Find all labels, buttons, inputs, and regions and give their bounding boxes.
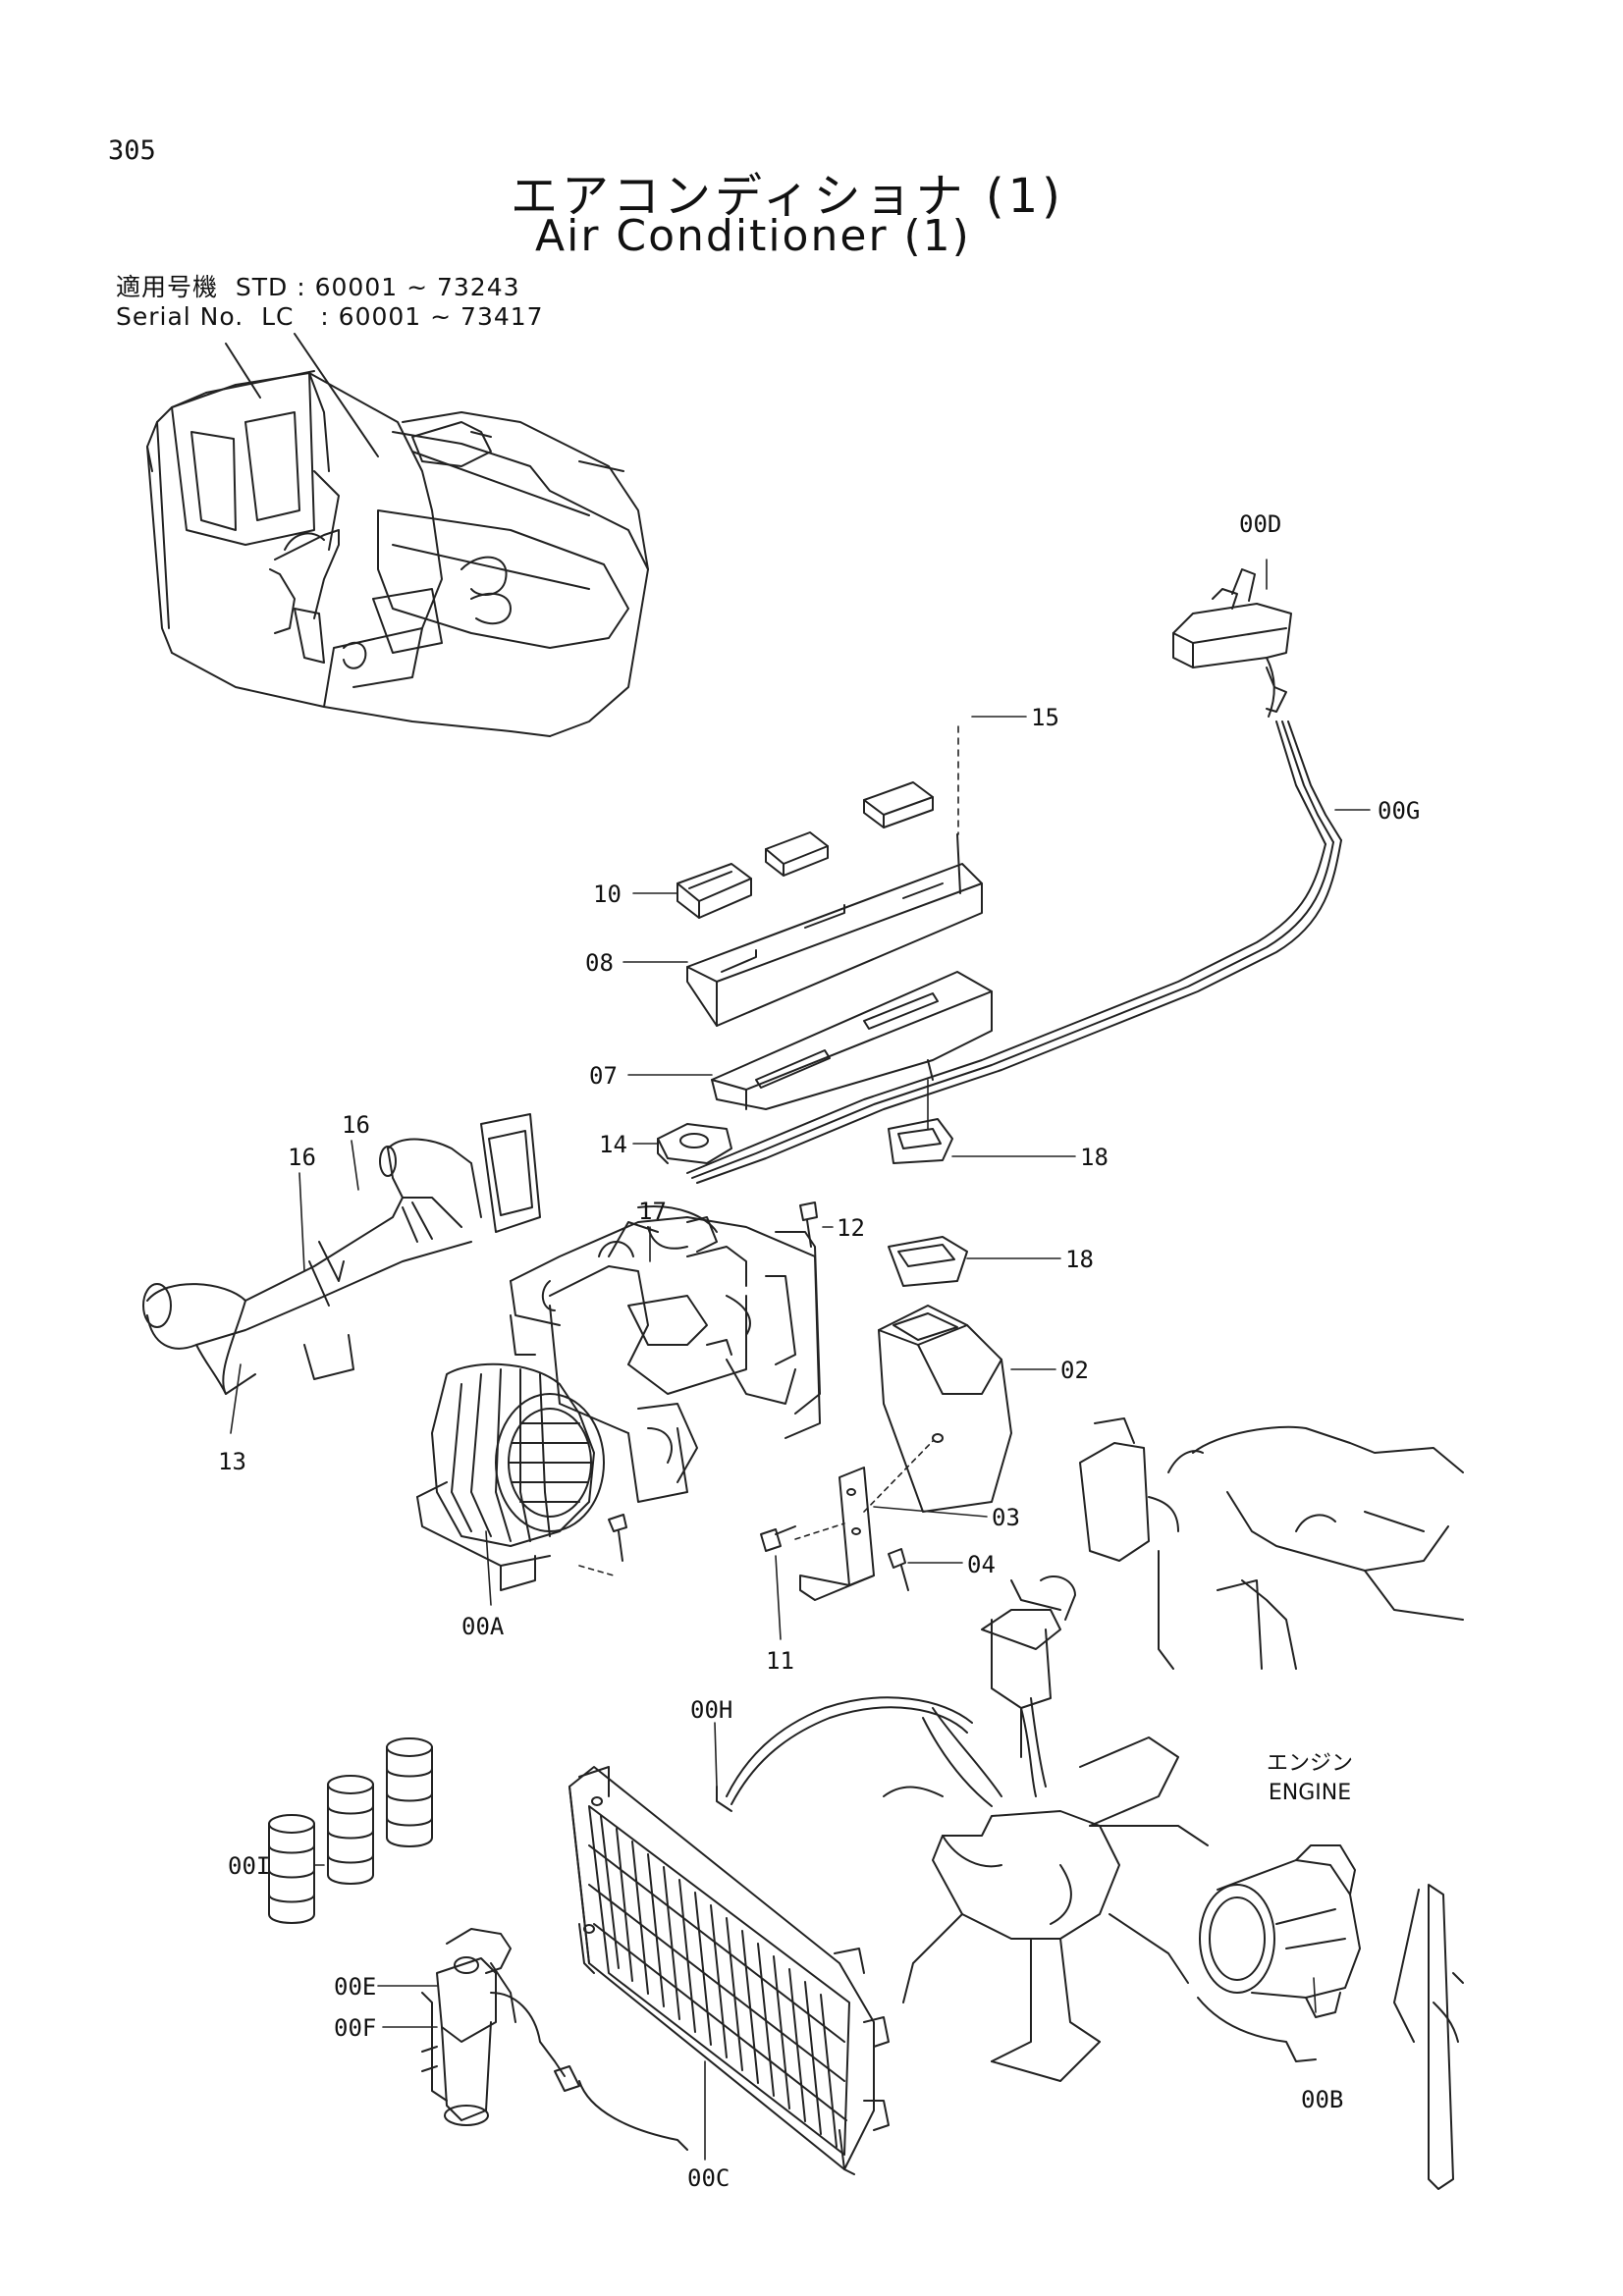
excavator-overview — [147, 334, 648, 736]
title-japanese: エアコンディショナ (1) — [511, 169, 1064, 224]
callout-04: 04 — [967, 1551, 996, 1578]
bolt-12 — [800, 1202, 817, 1247]
callout-18-lower: 18 — [1065, 1246, 1094, 1273]
callout-16-upper: 16 — [342, 1111, 370, 1139]
compressor-00B — [1198, 1845, 1360, 2061]
callout-12: 12 — [837, 1214, 865, 1242]
bracket-03 — [800, 1468, 874, 1600]
leader-lines — [231, 560, 1370, 2160]
callout-00C: 00C — [687, 2164, 730, 2192]
engine-label-jp: エンジン — [1267, 1751, 1354, 1776]
callout-00F: 00F — [334, 2014, 377, 2042]
bolt-00A — [609, 1515, 626, 1561]
bolt-04 — [889, 1549, 908, 1590]
title-english: Air Conditioner (1) — [535, 211, 971, 261]
callout-14: 14 — [599, 1131, 627, 1158]
callout-00I: 00I — [228, 1852, 271, 1880]
callout-02: 02 — [1060, 1357, 1089, 1384]
grommet-14 — [658, 1124, 731, 1163]
cover-18-upper — [889, 1119, 952, 1163]
serial-line-lc: Serial No. LC : 60001 ~ 73417 — [116, 302, 544, 331]
callout-18-upper: 18 — [1080, 1144, 1109, 1171]
engine — [982, 1418, 1463, 1757]
callout-08: 08 — [585, 949, 614, 977]
engine-label-en: ENGINE — [1268, 1781, 1352, 1805]
receiver-drier-00E — [422, 1929, 687, 2150]
callout-00A: 00A — [461, 1613, 505, 1640]
callout-10: 10 — [593, 881, 622, 908]
callout-15: 15 — [1031, 704, 1059, 731]
serial-line-std: 適用号機 STD : 60001 ~ 73243 — [116, 273, 520, 301]
filter-elements-00I — [269, 1738, 432, 1923]
callout-00H: 00H — [690, 1696, 733, 1724]
air-hose-13 — [143, 1114, 540, 1394]
duct-02 — [879, 1306, 1011, 1512]
callout-17: 17 — [638, 1198, 667, 1225]
duct-07 — [712, 972, 992, 1109]
callout-11: 11 — [766, 1647, 794, 1675]
cover-18-lower — [889, 1237, 967, 1286]
condenser-00C — [569, 1767, 889, 2174]
callout-03: 03 — [992, 1504, 1020, 1531]
switch-panel-00D — [687, 569, 1341, 1183]
callout-07: 07 — [589, 1062, 618, 1090]
callout-00G: 00G — [1378, 797, 1421, 825]
engine-label: エンジン ENGINE — [1267, 1749, 1353, 1808]
pipe — [1394, 1885, 1463, 2189]
callout-00E: 00E — [334, 1973, 377, 2001]
callout-00D: 00D — [1239, 510, 1282, 538]
serial-info: 適用号機 STD : 60001 ~ 73243 Serial No. LC :… — [116, 273, 544, 332]
hose-00H — [717, 1697, 972, 1811]
callout-13: 13 — [218, 1448, 246, 1475]
callout-16-lower: 16 — [288, 1144, 316, 1171]
bolt-11 — [761, 1526, 795, 1551]
heater-unit-00A — [417, 1206, 820, 1590]
page-number: 305 — [108, 135, 156, 166]
louvers-10 — [677, 782, 933, 918]
fan — [884, 1698, 1208, 2081]
callout-00B: 00B — [1301, 2086, 1344, 2113]
duct-08 — [687, 834, 982, 1026]
